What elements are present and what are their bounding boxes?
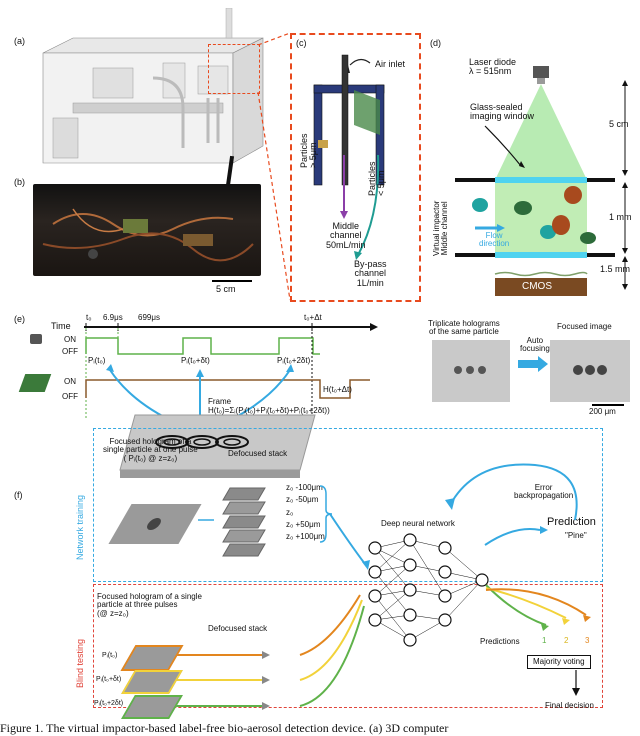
frame-label: Frame: [208, 397, 232, 406]
zoom-box: [208, 44, 260, 94]
t1-label: 6.9μs: [103, 313, 123, 322]
virtual-impactor-3d: [313, 54, 385, 260]
training-box: [93, 428, 603, 582]
scale-bar-e-label: 200 μm: [589, 407, 616, 416]
on-label-2: ON: [64, 377, 76, 386]
t0-label: t₀: [86, 313, 92, 322]
figure-caption: Figure 1. The virtual impactor-based lab…: [0, 721, 449, 735]
panel-f-label: (f): [14, 490, 23, 500]
predictions-label: Predictions: [480, 637, 520, 646]
panel-c-box: [290, 33, 421, 302]
middle-channel-label: Middle channel 50mL/min: [326, 221, 366, 250]
triplicate-label: Triplicate holograms of the same particl…: [428, 319, 500, 337]
prediction-label: Prediction: [547, 516, 596, 528]
z-value-2: z₀ -50μm: [286, 495, 319, 504]
t2-label: 699μs: [138, 313, 160, 322]
pred-num-1: 1: [542, 636, 547, 645]
p3-label: Pᵢ(t₀+2δt): [277, 356, 311, 365]
scale-bar-b: [212, 280, 252, 282]
dnn-label: Deep neural network: [381, 519, 455, 528]
panel-d-label: (d): [430, 38, 441, 48]
autofocus-arrowhead: [538, 356, 548, 372]
auto-focus-label: Auto focusing: [520, 336, 550, 354]
focused-label: Focused image: [557, 322, 612, 331]
focused-image: [550, 340, 630, 402]
off-label-2: OFF: [62, 392, 78, 401]
zoom-connectors: [257, 32, 291, 301]
laser-label: Laser diode λ = 515nm: [469, 57, 517, 77]
pt-label-1: Pᵢ(t₀): [102, 652, 118, 659]
dim-1mm-label: 1 mm: [609, 212, 632, 222]
focused-three-label: Focused hologram of a single particle at…: [97, 592, 202, 618]
off-label-1: OFF: [62, 347, 78, 356]
p2-label: Pᵢ(t₀+δt): [181, 356, 210, 365]
p1-label: Pᵢ(t₀): [88, 356, 106, 365]
h-end-label: H(t₀+Δt): [323, 385, 352, 394]
error-label: Error backpropagation: [514, 483, 574, 501]
pine-label: "Pine": [565, 531, 587, 540]
tend-label: t₀+Δt: [304, 313, 322, 322]
panel-b-label: (b): [14, 177, 25, 187]
panel-c-label: (c): [296, 38, 307, 48]
defocus-stack: [220, 480, 270, 570]
imaging-setup: [455, 66, 628, 296]
dim-15mm-label: 1.5 mm: [600, 264, 631, 274]
pred-num-3: 3: [585, 636, 590, 645]
triplicate-image: [432, 340, 510, 402]
testing-box: [93, 584, 603, 708]
pred-num-2: 2: [564, 636, 569, 645]
flow-label: Flow direction: [479, 231, 510, 249]
final-label: Final decision: [545, 701, 594, 710]
device-photo: [33, 184, 261, 276]
on-label-1: ON: [64, 335, 76, 344]
window-label: Glass-sealed imaging window: [470, 102, 535, 122]
z-value-5: z₀ +100μm: [286, 532, 325, 541]
defocused-label-2: Defocused stack: [208, 624, 268, 633]
panel-e-label: (e): [14, 314, 25, 324]
focused-one-label: Focused hologram of a single particle at…: [103, 437, 198, 463]
dim-5cm-label: 5 cm: [609, 119, 629, 129]
bypass-channel-label: By-pass channel 1L/min: [354, 259, 387, 288]
cmos-label: CMOS: [522, 281, 552, 292]
z-value-4: z₀ +50μm: [286, 520, 321, 529]
laser-icon: [30, 334, 42, 344]
air-inlet-label: Air inlet: [375, 59, 406, 69]
autofocus-arrow: [518, 360, 538, 368]
pt-label-3: Pᵢ(t₀+2δt): [94, 700, 124, 707]
scale-bar-b-label: 5 cm: [216, 284, 236, 294]
pt-label-2: Pᵢ(t₀+δt): [96, 676, 122, 683]
majority-box: Majority voting: [527, 655, 591, 670]
z-value-3: z₀: [286, 508, 294, 517]
time-label: Time: [51, 321, 71, 331]
z-value-1: z₀ -100μm: [286, 483, 323, 492]
frame-eq: H(t₀)=Σᵢ(Pᵢ(t₀)+Pᵢ(t₀+δt)+Pᵢ(t₀+2δt)): [208, 406, 330, 415]
defocused-label: Defocused stack: [228, 449, 288, 458]
scale-bar-e: [592, 404, 624, 406]
panel-a-label: (a): [14, 36, 25, 46]
